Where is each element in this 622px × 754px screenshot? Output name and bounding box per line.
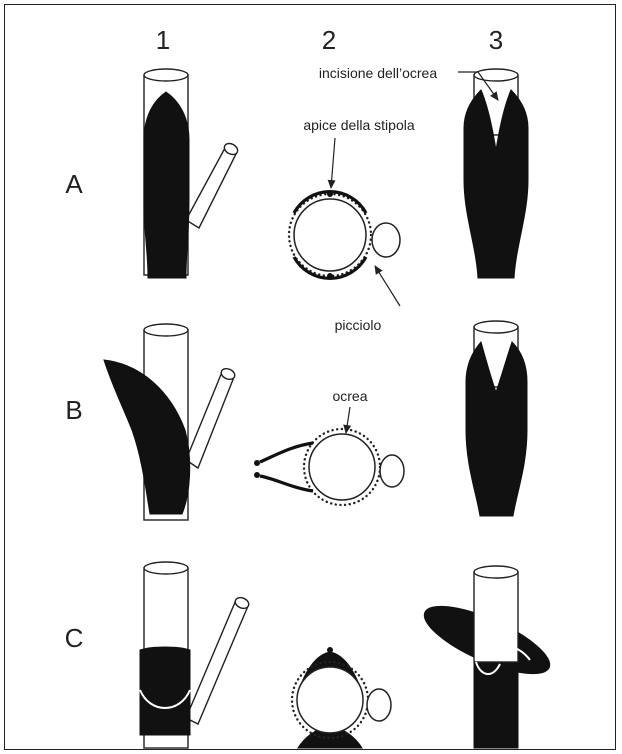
column-header-1: 1 xyxy=(156,25,170,55)
b1-stem-with-detached-sheath xyxy=(104,324,236,520)
arrow-petiole xyxy=(375,266,400,306)
column-header-2: 2 xyxy=(322,25,336,55)
b2-cross-section xyxy=(254,429,404,505)
label-ochrea-incision: incisione dell’ocrea xyxy=(319,65,438,81)
a2-petiole-section xyxy=(372,223,400,257)
row-header-b: B xyxy=(65,395,82,425)
row-header-c: C xyxy=(65,623,84,653)
b2-petiole-section xyxy=(380,455,404,487)
label-petiole: picciolo xyxy=(335,317,382,333)
row-header-a: A xyxy=(65,169,83,199)
a2-cross-section xyxy=(289,191,400,279)
c3-stem-with-flared-sheath xyxy=(416,566,557,748)
c2-cross-section xyxy=(292,647,391,748)
arrow-stipule-apex xyxy=(331,138,335,188)
label-stipule-apex: apice della stipola xyxy=(303,117,415,133)
a3-stem-with-incised-sheath xyxy=(464,69,528,278)
column-header-3: 3 xyxy=(489,25,503,55)
b3-stem-with-incised-sheath xyxy=(466,321,527,516)
arrow-ochrea xyxy=(346,407,350,433)
c1-stem-with-sheath xyxy=(140,562,250,748)
c2-petiole-section xyxy=(367,689,391,721)
label-ochrea: ocrea xyxy=(332,388,367,404)
a1-stem-with-sheath xyxy=(144,69,240,278)
